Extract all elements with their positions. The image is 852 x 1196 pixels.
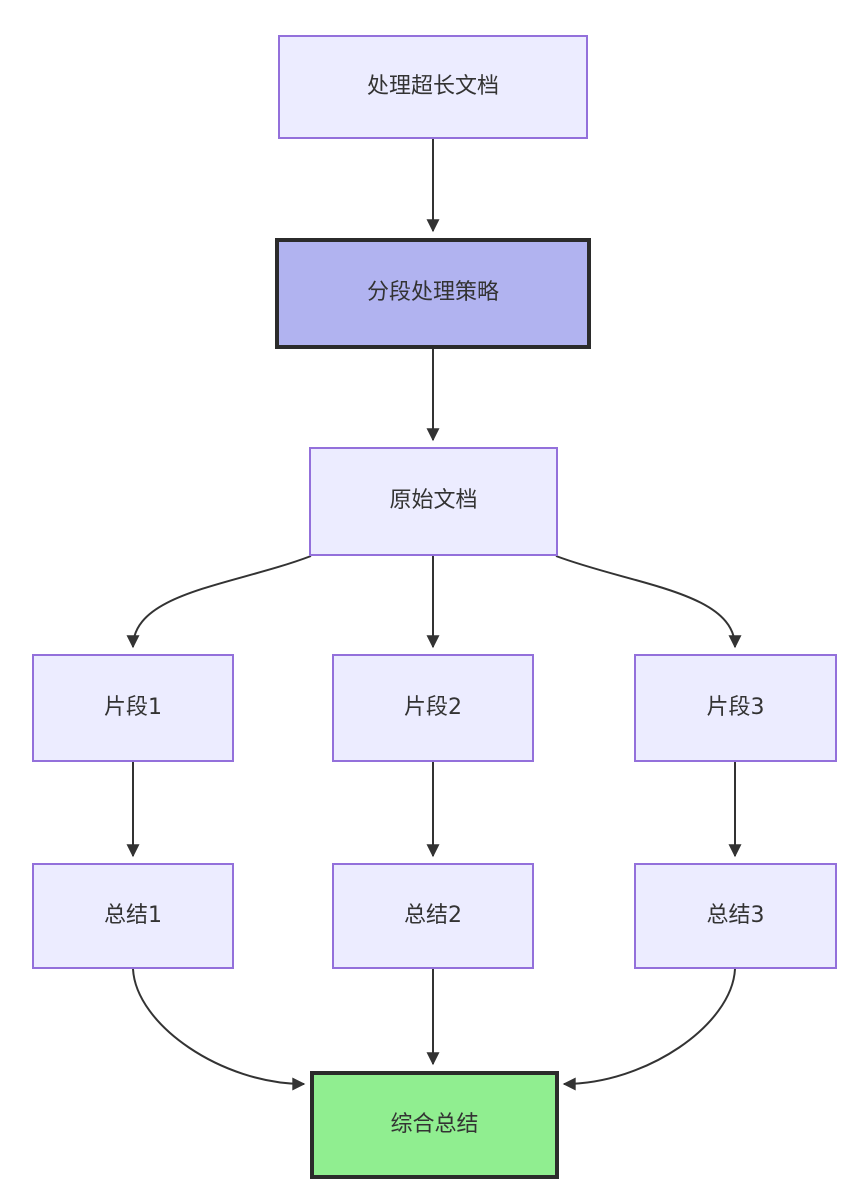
node-segment-2-label: 片段2 (404, 694, 462, 720)
node-segment-1-label: 片段1 (104, 694, 162, 720)
edge-e3-to-f (562, 968, 736, 1091)
node-original-document-label: 原始文档 (389, 488, 478, 514)
node-summary-1: 总结1 (32, 863, 234, 969)
node-summary-2: 总结2 (332, 863, 534, 969)
node-segment-3: 片段3 (634, 654, 837, 762)
node-segment-1: 片段1 (32, 654, 234, 762)
node-segment-2: 片段2 (332, 654, 534, 762)
node-segmentation-strategy: 分段处理策略 (275, 238, 591, 349)
node-segment-3-label: 片段3 (706, 694, 765, 720)
edge-c-to-d3 (555, 555, 742, 649)
node-process-long-document: 处理超长文档 (278, 35, 588, 139)
edge-e1-to-f (132, 968, 306, 1091)
node-summary-3: 总结3 (634, 863, 837, 969)
node-process-long-document-label: 处理超长文档 (366, 73, 499, 99)
edge-c-to-d1 (126, 555, 312, 649)
node-summary-3-label: 总结3 (706, 902, 765, 928)
node-summary-2-label: 总结2 (404, 902, 462, 928)
node-summary-1-label: 总结1 (104, 902, 162, 928)
node-segmentation-strategy-label: 分段处理策略 (366, 280, 499, 306)
node-original-document: 原始文档 (309, 447, 558, 556)
node-combined-summary: 综合总结 (310, 1071, 559, 1179)
node-combined-summary-label: 综合总结 (390, 1111, 479, 1137)
